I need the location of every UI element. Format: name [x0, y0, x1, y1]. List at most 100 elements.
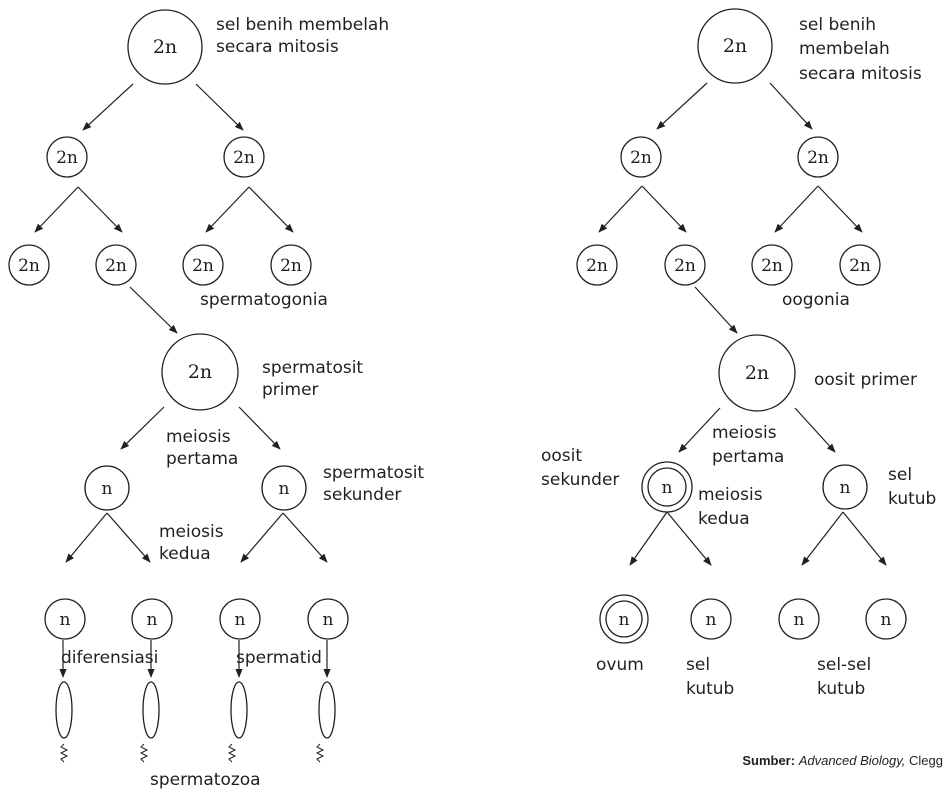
oogonium-cell: 2n [839, 244, 881, 286]
source-author: Clegg [909, 753, 943, 768]
svg-text:n: n [794, 610, 805, 630]
svg-text:2n: 2n [18, 256, 40, 276]
svg-text:2n: 2n [105, 256, 127, 276]
spermatogonia-label: spermatogonia [200, 290, 328, 310]
spermatid-cell: n [131, 598, 173, 640]
male-root-label-line1: sel benih membelah [216, 15, 389, 35]
male-meiosis1-label-line2: pertama [166, 449, 238, 469]
polar-body-cell: n [865, 598, 907, 640]
oogonium-cell: 2n [576, 244, 618, 286]
svg-text:2n: 2n [761, 256, 783, 276]
spermatozoa-label: spermatozoa [150, 770, 261, 790]
svg-text:2n: 2n [192, 256, 214, 276]
source-title: Advanced Biology, [798, 753, 906, 768]
spermatid-label: spermatid [236, 648, 322, 668]
svg-text:n: n [662, 478, 673, 498]
ovum-label: ovum [596, 655, 644, 675]
svg-text:n: n [60, 610, 71, 630]
source-prefix: Sumber: [742, 753, 795, 768]
female-meiosis2-label-line2: kedua [698, 509, 750, 529]
svg-text:2n: 2n [586, 256, 608, 276]
spermatogonium-cell: 2n [182, 244, 224, 286]
secondary-oocyte-label-line2: sekunder [541, 470, 619, 490]
svg-text:2n: 2n [153, 36, 177, 58]
mitosis-cell-2n: 2n [620, 136, 662, 178]
secondary-oocyte-label-line1: oosit [541, 446, 582, 466]
primary-spermatocyte-label-line1: spermatosit [262, 358, 363, 378]
svg-text:2n: 2n [630, 148, 652, 168]
oogonia-label: oogonia [782, 290, 850, 310]
svg-text:n: n [323, 610, 334, 630]
spermatozoon [315, 681, 336, 763]
polar-body-label-line1: sel [888, 465, 912, 485]
spermatogenesis-tree: 2n 2n 2n 2n 2n 2n 2n 2n [8, 9, 424, 790]
ovum-polar-body-label-line2: kutub [686, 679, 734, 699]
ovum-polar-body-label-line1: sel [686, 655, 710, 675]
spermatogonium-cell: 2n [95, 244, 137, 286]
oogonium-cell: 2n [751, 244, 793, 286]
svg-text:n: n [279, 479, 290, 499]
spermatozoon [139, 681, 160, 763]
male-meiosis2-label-line2: kedua [159, 544, 211, 564]
secondary-spermatocyte-label-line2: sekunder [323, 485, 401, 505]
svg-text:n: n [706, 610, 717, 630]
spermatogonium-cell: 2n [8, 244, 50, 286]
female-meiosis1-label-line1: meiosis [712, 423, 777, 443]
spermatogonial-stem-cell: 2n [127, 9, 203, 85]
oogenesis-arrows [598, 82, 887, 566]
mitosis-cell-2n: 2n [797, 136, 839, 178]
polar-bodies-label-line2: kutub [817, 679, 865, 699]
svg-text:2n: 2n [723, 35, 747, 57]
oogenesis-tree: 2n 2n 2n 2n 2n 2n 2n 2n [541, 8, 943, 768]
first-polar-body-cell: n [822, 464, 868, 510]
oogonium-cell: 2n [664, 244, 706, 286]
secondary-spermatocyte-cell: n [261, 465, 307, 511]
svg-text:2n: 2n [188, 361, 212, 383]
male-meiosis2-label-line1: meiosis [159, 522, 224, 542]
primary-spermatocyte-label-line2: primer [262, 380, 319, 400]
primary-spermatocyte-cell: 2n [161, 333, 239, 411]
svg-text:n: n [102, 479, 113, 499]
svg-text:n: n [619, 610, 630, 630]
svg-text:2n: 2n [233, 148, 255, 168]
secondary-spermatocyte-cell: n [84, 465, 130, 511]
spermatid-cell: n [307, 598, 349, 640]
primary-oocyte-label: oosit primer [814, 370, 917, 390]
svg-text:2n: 2n [280, 256, 302, 276]
svg-text:n: n [840, 478, 851, 498]
secondary-spermatocyte-label-line1: spermatosit [323, 463, 424, 483]
female-meiosis2-label-line1: meiosis [698, 485, 763, 505]
spermatozoon [55, 681, 73, 763]
svg-text:2n: 2n [56, 148, 78, 168]
differentiation-label: diferensiasi [61, 648, 158, 668]
spermatogenesis-arrows [34, 83, 331, 678]
female-meiosis1-label-line2: pertama [712, 447, 784, 467]
source-credit: Sumber: Advanced Biology, Clegg [742, 753, 943, 768]
svg-text:n: n [235, 610, 246, 630]
mitosis-cell-2n: 2n [46, 136, 88, 178]
spermatid-cell: n [44, 598, 86, 640]
polar-body-label-line2: kutub [888, 489, 936, 509]
mitosis-cell-2n: 2n [223, 136, 265, 178]
male-root-label-line2: secara mitosis [216, 37, 339, 57]
svg-text:2n: 2n [849, 256, 871, 276]
oogonial-stem-cell: 2n [697, 8, 773, 84]
polar-body-cell: n [690, 598, 732, 640]
secondary-oocyte-cell: n [641, 461, 693, 513]
spermatid-cell: n [219, 598, 261, 640]
polar-body-cell: n [778, 598, 820, 640]
female-root-label-line3: secara mitosis [799, 64, 922, 84]
spermatozoon [227, 681, 248, 763]
female-root-label-line2: membelah [799, 39, 890, 59]
svg-text:n: n [147, 610, 158, 630]
svg-text:2n: 2n [745, 362, 769, 384]
primary-oocyte-cell: 2n [718, 334, 796, 412]
ovum-cell: n [599, 594, 649, 644]
spermatogonium-cell: 2n [270, 244, 312, 286]
svg-text:n: n [881, 610, 892, 630]
svg-text:2n: 2n [674, 256, 696, 276]
polar-bodies-label-line1: sel-sel [817, 655, 871, 675]
svg-text:2n: 2n [807, 148, 829, 168]
